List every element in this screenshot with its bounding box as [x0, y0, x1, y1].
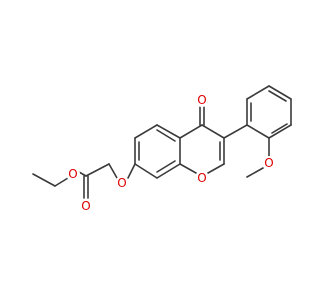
ester-ether-oxygen-background: [66, 167, 80, 181]
bond-c2-ring-oxygen: [207, 163, 225, 174]
bond-ph-c1-c2: [246, 124, 270, 139]
atom-labels-layer: O O O O O O: [66, 93, 276, 213]
bond-c5-c4a-inner: [156, 129, 176, 142]
bond-ring-oxygen-c8a: [179, 163, 197, 174]
bond-carbonyl-ch2: [85, 163, 110, 177]
bond-c8-c7: [134, 163, 158, 179]
ester-ether-oxygen-label: O: [68, 167, 77, 181]
ketone-oxygen-background: [195, 93, 209, 107]
bond-c5-c4a: [156, 124, 181, 139]
ester-carbonyl-oxygen-label: O: [81, 199, 90, 213]
bond-c8a-c8: [156, 163, 181, 179]
bond-ph-c2-c3-inner: [271, 123, 288, 134]
bond-ph-c5-c6: [246, 85, 270, 100]
bond-c3-phenyl: [223, 124, 248, 139]
bond-c8a-c8-inner: [156, 160, 176, 173]
aryl-ether-oxygen-label: O: [117, 176, 126, 190]
ketone-oxygen-label: O: [197, 93, 206, 107]
bond-c4a-c4: [179, 124, 203, 139]
ring-oxygen-label: O: [197, 171, 206, 185]
methoxy-oxygen-label: O: [264, 156, 273, 170]
methoxy-oxygen-background: [262, 156, 276, 170]
bond-ph-c4-c5-inner: [268, 90, 287, 102]
bond-c6-c5: [134, 124, 158, 139]
bond-methoxy-oxygen-methyl: [246, 167, 264, 178]
bond-aryl-oxygen-c7: [127, 163, 136, 179]
bond-ester-oxygen-carbonyl-carbon: [78, 171, 87, 177]
aryl-ether-oxygen-background: [115, 176, 129, 190]
bonds-layer: [32, 85, 292, 199]
bond-c4-c3: [201, 124, 225, 139]
bond-ethyl-ch2-oxygen: [54, 177, 69, 187]
molecule-structure-diagram: O O O O O O: [32, 85, 292, 213]
ester-carbonyl-oxygen-background: [79, 199, 93, 213]
bond-ph-c2-c3: [268, 124, 292, 139]
bond-ch2-aryl-oxygen: [108, 163, 118, 179]
bond-ethyl-ch3-ch2: [32, 173, 56, 187]
bond-ph-c4-c5: [268, 85, 292, 100]
ring-oxygen-background: [195, 171, 209, 185]
